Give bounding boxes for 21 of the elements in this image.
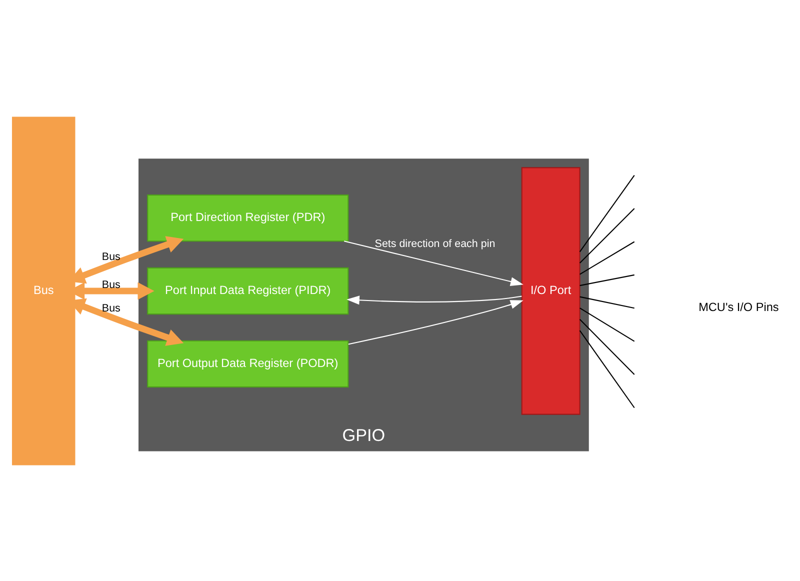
connector	[580, 240, 635, 274]
arrow	[348, 300, 524, 344]
connector	[580, 296, 634, 308]
node-box: Port Output Data Register (PODR)	[147, 340, 349, 387]
node-box: Port Input Data Register (PIDR)	[147, 266, 349, 314]
connector	[579, 330, 635, 408]
connector	[580, 274, 634, 286]
edge-label: Sets direction of each pin	[374, 238, 496, 250]
connector	[580, 307, 635, 342]
connector	[579, 318, 635, 374]
arrow	[344, 240, 524, 286]
edge-label: Bus	[102, 278, 120, 290]
node-box: Bus	[12, 116, 76, 465]
edge-label: Bus	[102, 250, 120, 262]
connector	[579, 208, 635, 263]
arrow	[346, 295, 522, 304]
node-box: I/O Port	[521, 166, 580, 414]
edge-label: Bus	[102, 302, 120, 314]
connector	[579, 174, 635, 252]
node-box: Port Direction Register (PDR)	[147, 194, 349, 242]
label: MCU's I/O Pins	[698, 300, 779, 314]
